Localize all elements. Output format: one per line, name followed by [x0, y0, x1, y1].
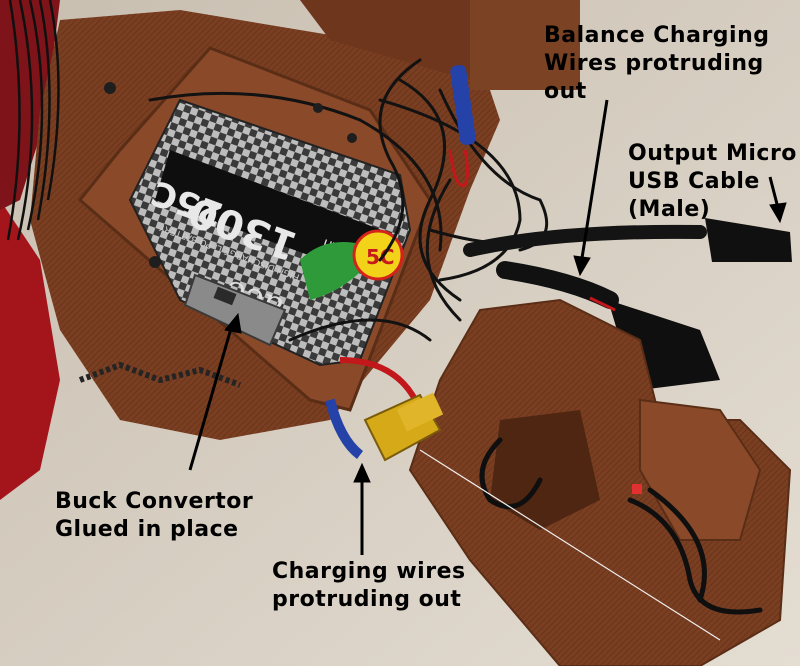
lower-slot	[490, 410, 600, 530]
arrowhead-charging	[353, 462, 371, 483]
red-led	[632, 484, 642, 494]
usb-cable-plug	[705, 218, 792, 262]
buck-converter-chip	[213, 286, 237, 306]
blue-heatshrink	[450, 65, 476, 145]
annotation-line: Glued in place	[55, 517, 239, 542]
lower-wires	[479, 437, 763, 615]
annotation-line: out	[544, 79, 587, 104]
red-shell-dark	[0, 0, 60, 210]
annotation-line: Buck Convertor	[55, 489, 254, 514]
annotation-line: USB Cable	[628, 169, 760, 194]
usb-cable	[463, 224, 707, 257]
arrowhead-buck	[224, 312, 242, 334]
screw	[104, 82, 116, 94]
balance-lead	[496, 261, 619, 309]
stitch-pattern	[78, 361, 242, 388]
annotation-output-usb: Output Micro USB Cable (Male)	[628, 140, 797, 224]
xt-connector-right	[396, 392, 444, 432]
annotation-charging-wires: Charging wires protruding out	[272, 558, 466, 614]
annotation-line: Charging wires	[272, 559, 466, 584]
annotation-line: Wires protruding	[544, 51, 764, 76]
arrow-output	[768, 176, 780, 209]
left-wire-bundle	[6, 0, 60, 241]
arrow-balance	[580, 99, 609, 259]
annotation-buck-convertor: Buck Convertor Glued in place	[55, 488, 253, 544]
blue-charge-wire	[325, 398, 364, 459]
screw	[149, 256, 161, 268]
screw	[313, 103, 323, 113]
annotation-line: Balance Charging	[544, 23, 770, 48]
annotation-arrows	[188, 99, 787, 555]
screw	[347, 133, 357, 143]
arrowhead-balance	[573, 255, 591, 277]
annotation-balance-wires: Balance Charging Wires protruding out	[544, 22, 770, 106]
annotation-line: protruding out	[272, 587, 462, 612]
balance-wire-red	[589, 296, 616, 312]
upper-block	[470, 0, 580, 90]
arrow-buck	[188, 324, 234, 471]
red-shell	[0, 200, 60, 500]
arrowhead-output	[769, 202, 787, 224]
red-wire-loop	[448, 149, 469, 188]
white-thread	[419, 449, 721, 641]
annotation-line: Output Micro	[628, 141, 797, 166]
battery-badge: 5C	[366, 245, 395, 269]
buck-converter-board	[183, 273, 287, 347]
lower-assembly	[408, 298, 792, 666]
annotation-line: (Male)	[628, 197, 711, 222]
